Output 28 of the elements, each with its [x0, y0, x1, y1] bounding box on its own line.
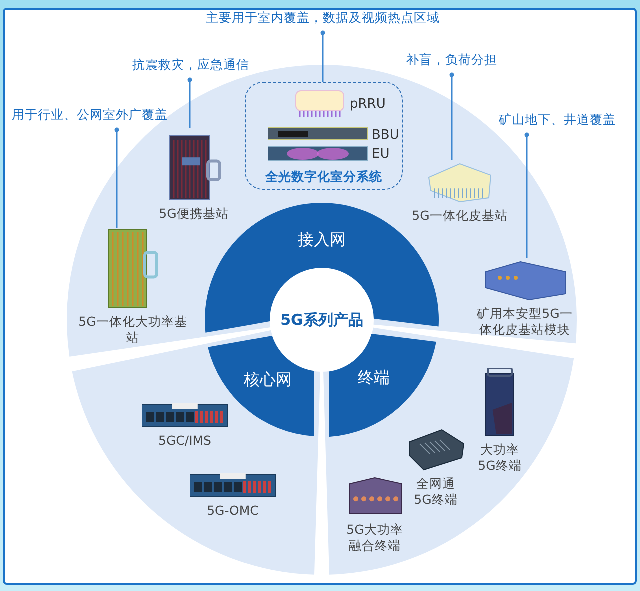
dashed-group-frame [245, 82, 403, 190]
component-label: EU [372, 147, 390, 163]
callout-text: 主要用于室内覆盖，数据及视频热点区域 [205, 9, 441, 27]
leader-line [524, 132, 530, 258]
product-label: 5G大功率融合终端 [346, 522, 404, 554]
leader-line [114, 128, 120, 228]
component-label: pRRU [350, 97, 386, 113]
leader-line [320, 30, 326, 82]
leader-line [188, 78, 192, 128]
product-label: 5G便携基站 [158, 206, 230, 222]
group-title: 全光数字化室分系统 [264, 169, 384, 186]
callout-text: 抗震救灾，应急通信 [132, 56, 250, 74]
product-label: 5G-OMC [206, 503, 260, 519]
sector-label: 核心网 [244, 370, 292, 390]
product-label: 5G一体化皮基站 [411, 208, 509, 224]
sector-label: 终端 [358, 368, 390, 388]
product-label: 全网通5G终端 [413, 476, 459, 508]
product-label: 矿用本安型5G一体化皮基站模块 [476, 306, 574, 338]
callout-text: 补盲，负荷分担 [406, 51, 498, 69]
product-label: 5GC/IMS [158, 433, 212, 449]
component-label: BBU [372, 128, 400, 144]
product-label: 大功率5G终端 [477, 442, 523, 474]
product-label: 5G一体化大功率基站 [78, 314, 188, 346]
sector-label: 接入网 [298, 230, 346, 250]
callout-text: 用于行业、公网室外广覆盖 [11, 106, 169, 124]
callout-text: 矿山地下、井道覆盖 [498, 111, 617, 129]
leader-line [450, 72, 454, 160]
center-title: 5G系列产品 [280, 310, 364, 330]
